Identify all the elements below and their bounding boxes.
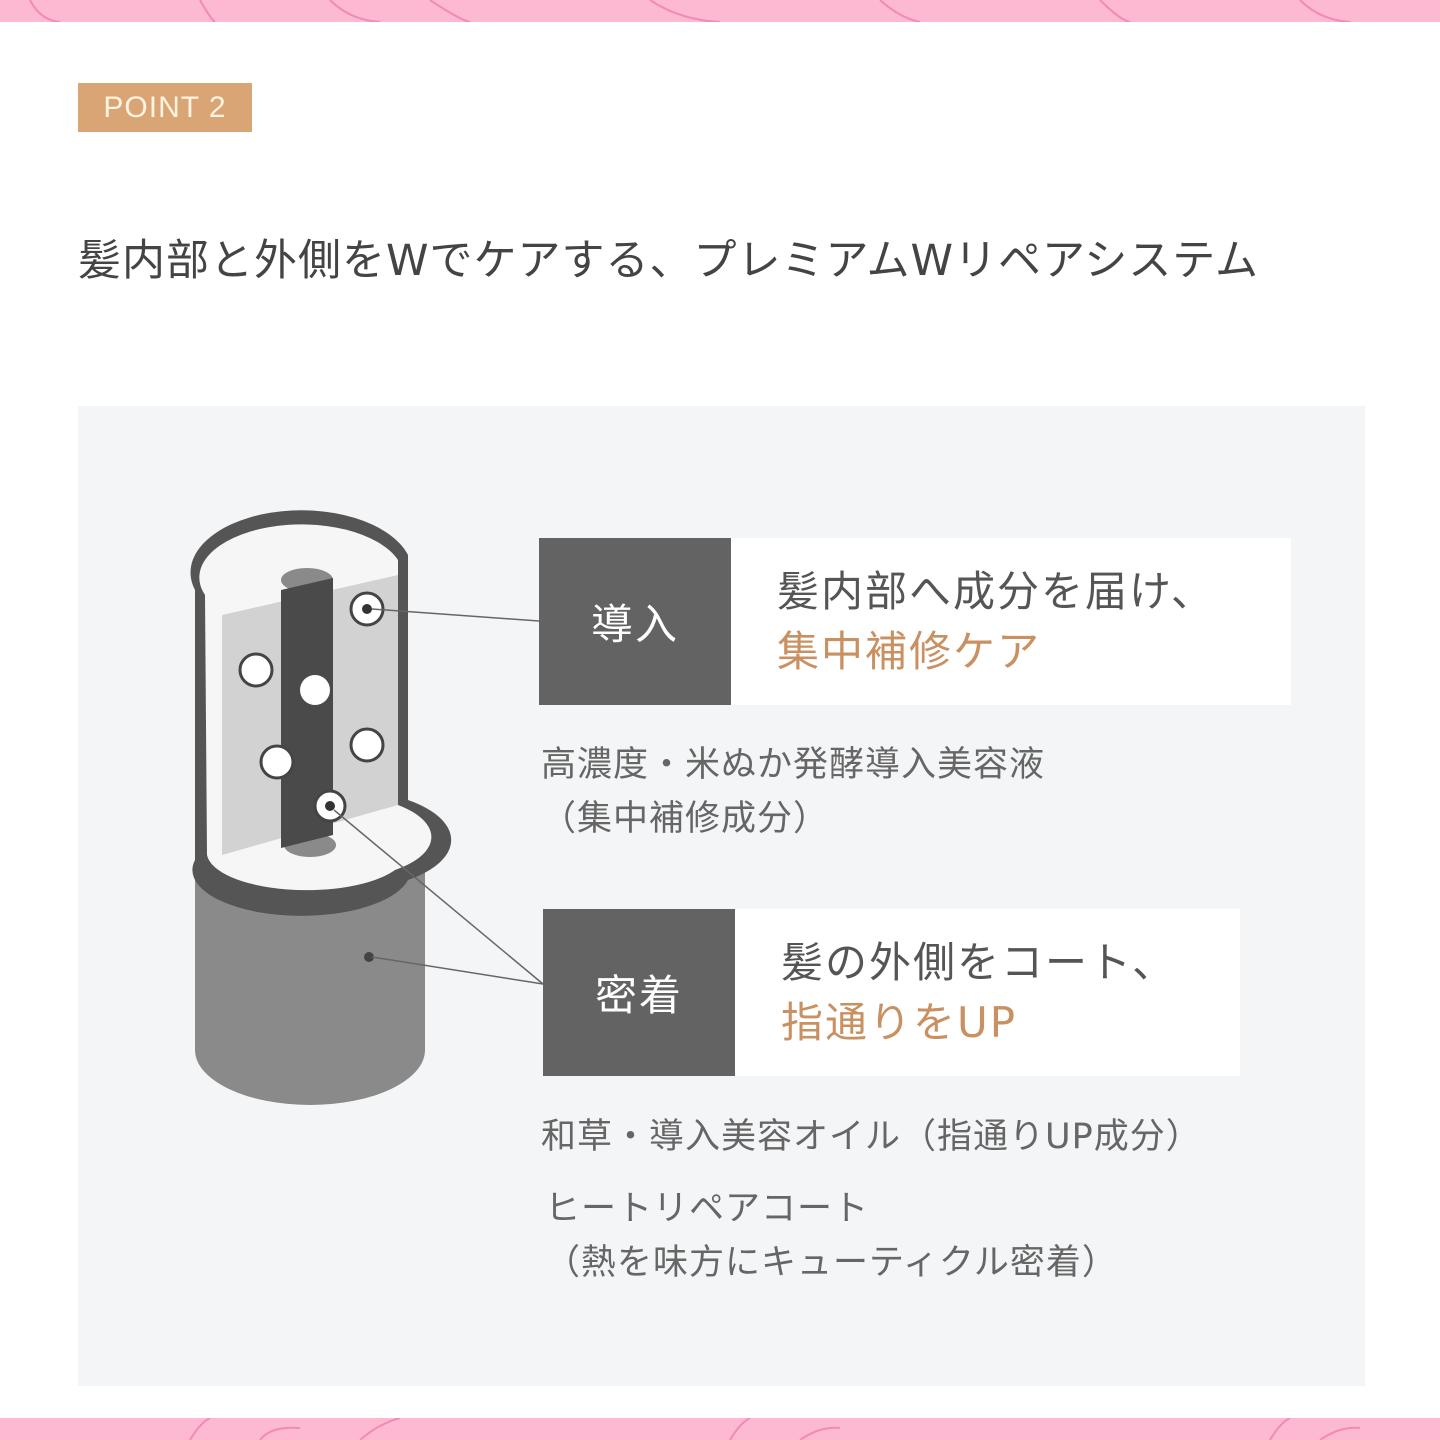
adhesion-note-1: 和草・導入美容オイル（指通りUP成分） <box>541 1117 1202 1157</box>
point-badge: POINT 2 <box>78 83 252 132</box>
adhesion-line2: 指通りをUP <box>781 998 1018 1047</box>
adhesion-callout: 密着 髪の外側をコート、指通りをUP <box>543 909 1240 1076</box>
infusion-note-1: 高濃度・米ぬか発酵導入美容液 <box>541 745 1046 785</box>
top-pink-pattern-band <box>0 0 1440 22</box>
infusion-line1: 髪内部へ成分を届け、 <box>777 567 1215 616</box>
infusion-line2: 集中補修ケア <box>777 627 1042 676</box>
bottom-pink-pattern-band <box>0 1418 1440 1440</box>
page-title: 髪内部と外側をWでケアする、プレミアムWリペアシステム <box>78 236 1260 286</box>
hair-core <box>281 578 333 848</box>
infusion-note-2: （集中補修成分） <box>541 799 830 839</box>
adhesion-note-3: （熱を味方にキューティクル密着） <box>545 1243 1118 1283</box>
adhesion-label: 密着 <box>543 909 735 1076</box>
infusion-callout: 導入 髪内部へ成分を届け、集中補修ケア <box>539 538 1291 705</box>
adhesion-line1: 髪の外側をコート、 <box>781 938 1177 987</box>
adhesion-note-2: ヒートリペアコート <box>545 1189 870 1229</box>
infusion-label: 導入 <box>539 538 731 705</box>
